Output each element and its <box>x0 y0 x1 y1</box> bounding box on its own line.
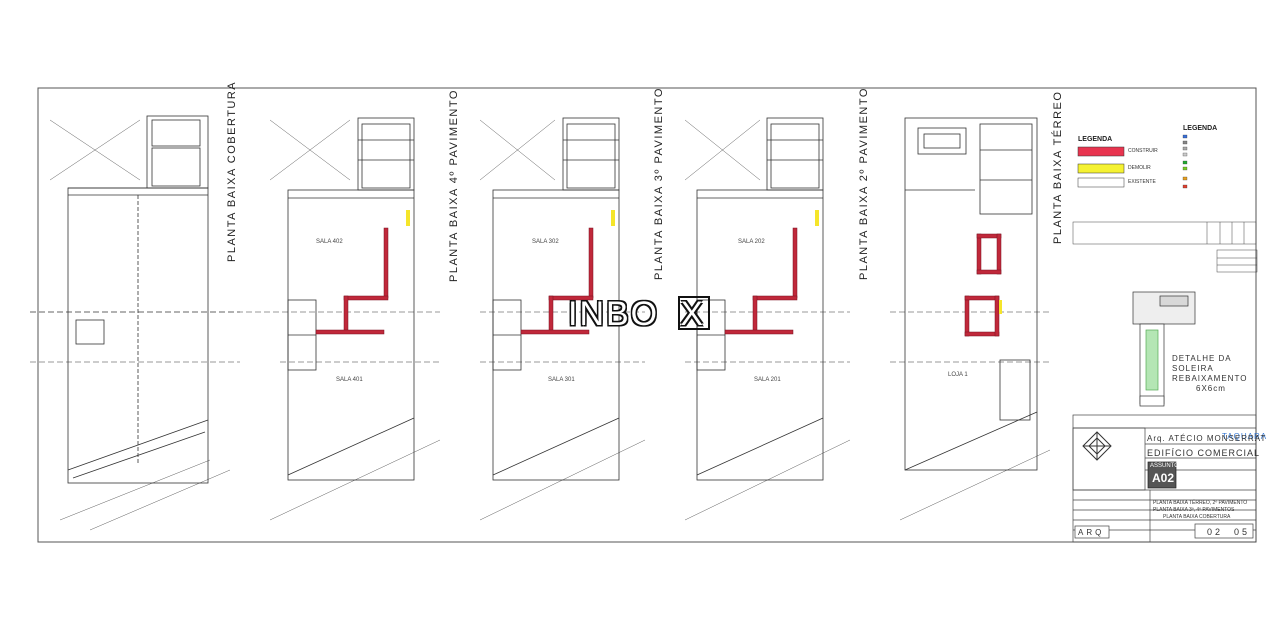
plan-cobertura <box>30 115 240 531</box>
detail-title-line: REBAIXAMENTO <box>1172 374 1248 383</box>
area-table <box>1072 221 1258 273</box>
plan-title-4-pavimento: PLANTA BAIXA 4º PAVIMENTO <box>448 89 460 282</box>
room-label: SALA 401 <box>336 377 363 383</box>
legend-right-swatches <box>1182 134 1188 189</box>
plan-2-pavimento <box>684 117 851 521</box>
sheet-code: A02 <box>1152 471 1175 485</box>
plan-title-3-pavimento: PLANTA BAIXA 3º PAVIMENTO <box>653 87 665 280</box>
room-label: SALA 302 <box>532 239 559 245</box>
plan-title-2-pavimento: PLANTA BAIXA 2º PAVIMENTO <box>858 87 870 280</box>
inbox-watermark: INBO X <box>568 296 710 332</box>
sheet-description: PLANTA BAIXA TÉRREO, 2º PAVIMENTO <box>1153 500 1248 506</box>
plan-terreo-demolish <box>999 300 1002 314</box>
plan-4-demolish <box>406 210 410 226</box>
plan-terreo <box>890 117 1051 521</box>
detail-title-line: SOLEIRA <box>1172 364 1214 373</box>
detail-title-line: 6X6cm <box>1196 384 1226 393</box>
room-label: LOJA 1 <box>948 372 968 378</box>
subject-label: ASSUNTO <box>1150 463 1179 469</box>
plan-title-cobertura: PLANTA BAIXA COBERTURA <box>226 80 238 262</box>
plan-3-pavimento <box>479 117 646 521</box>
watermark-boxed-letter: X <box>680 295 705 333</box>
discipline-code: ARQ <box>1078 528 1105 537</box>
room-label: SALA 201 <box>754 377 781 383</box>
sheet-border <box>37 87 1257 543</box>
plan-4-construct-walls <box>315 227 389 335</box>
office-logo <box>1082 431 1112 461</box>
sheet-description: PLANTA BAIXA COBERTURA <box>1163 514 1231 520</box>
plan-3-construct-walls <box>520 227 594 335</box>
architect-name: Arq. ATÉCIO MONSERRAT <box>1147 434 1267 443</box>
legend-left-swatches <box>1077 146 1125 188</box>
room-label: SALA 301 <box>548 377 575 383</box>
plan-4-pavimento <box>30 117 441 521</box>
room-label: SALA 402 <box>316 239 343 245</box>
title-block <box>1072 414 1257 543</box>
watermark-box <box>678 296 710 330</box>
plan-2-construct-walls <box>724 227 798 335</box>
legend-right-title: LEGENDA <box>1183 125 1218 132</box>
plan-title-terreo: PLANTA BAIXA TÉRREO <box>1052 90 1064 244</box>
sheet-description: PLANTA BAIXA 3º, 4º PAVIMENTOS <box>1153 507 1235 513</box>
sheet-total: 05 <box>1234 527 1251 537</box>
plan-3-demolish <box>611 210 615 226</box>
plan-terreo-construct-walls <box>964 233 1002 337</box>
watermark-text: INBO <box>568 295 660 333</box>
plan-2-demolish <box>815 210 819 226</box>
threshold-detail <box>1132 291 1196 407</box>
legend-left-title: LEGENDA <box>1078 136 1113 143</box>
project-name: EDIFÍCIO COMERCIAL <box>1147 448 1261 458</box>
brand-label: TAQUARA <box>1222 432 1268 441</box>
legend-item-label: EXISTENTE <box>1128 179 1156 185</box>
room-label: SALA 202 <box>738 239 765 245</box>
sheet-number: 02 <box>1207 527 1224 537</box>
legend-item-label: DEMOLIR <box>1128 165 1151 171</box>
legend-item-label: CONSTRUIR <box>1128 148 1158 154</box>
detail-title-line: DETALHE DA <box>1172 354 1232 363</box>
